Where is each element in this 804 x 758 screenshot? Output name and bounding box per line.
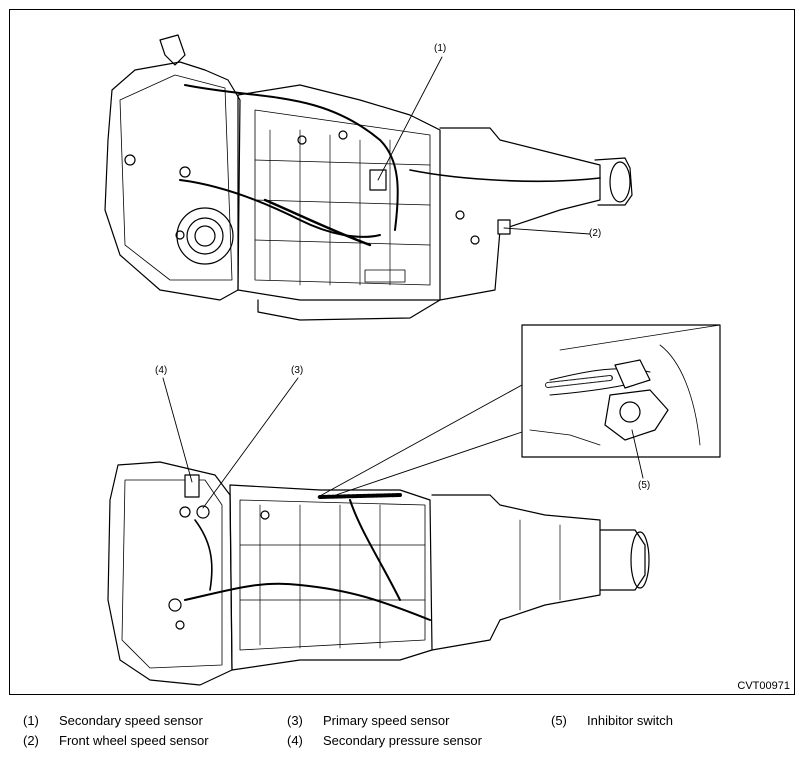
- leader-line-4: [162, 377, 193, 483]
- inset-connector-bottom: [329, 431, 523, 498]
- legend-number: (3): [287, 713, 303, 728]
- figure-code: CVT00971: [737, 680, 790, 692]
- legend-item-2: (2) Front wheel speed sensor: [23, 733, 209, 749]
- legend-label: Inhibitor switch: [587, 713, 673, 728]
- callout-4: (4): [155, 365, 168, 376]
- leader-line-5: [631, 429, 644, 479]
- callout-2: (2): [589, 228, 602, 239]
- callout-1: (1): [434, 43, 447, 54]
- legend-item-3: (3) Primary speed sensor: [287, 713, 449, 729]
- transmission-illustration: [104, 34, 721, 686]
- transmission-top-view: [104, 34, 633, 321]
- inset-connector-top: [317, 384, 523, 498]
- leader-line-3: [202, 377, 299, 509]
- legend-label: Front wheel speed sensor: [59, 733, 209, 748]
- transmission-bottom-view: [107, 461, 650, 686]
- legend-number: (1): [23, 713, 39, 728]
- legend-item-4: (4) Secondary pressure sensor: [287, 733, 482, 749]
- diagram-frame: [9, 9, 795, 695]
- legend-item-5: (5) Inhibitor switch: [551, 713, 673, 729]
- legend-item-1: (1) Secondary speed sensor: [23, 713, 203, 729]
- inhibitor-switch-detail: [521, 324, 721, 458]
- leader-line-1: [377, 56, 443, 181]
- legend-label: Secondary speed sensor: [59, 713, 203, 728]
- callout-5: (5): [638, 480, 651, 491]
- callout-3: (3): [291, 365, 304, 376]
- legend-number: (5): [551, 713, 567, 728]
- leader-line-2: [503, 227, 591, 235]
- legend-label: Primary speed sensor: [323, 713, 450, 728]
- legend-label: Secondary pressure sensor: [323, 733, 482, 748]
- legend-number: (4): [287, 733, 303, 748]
- legend-number: (2): [23, 733, 39, 748]
